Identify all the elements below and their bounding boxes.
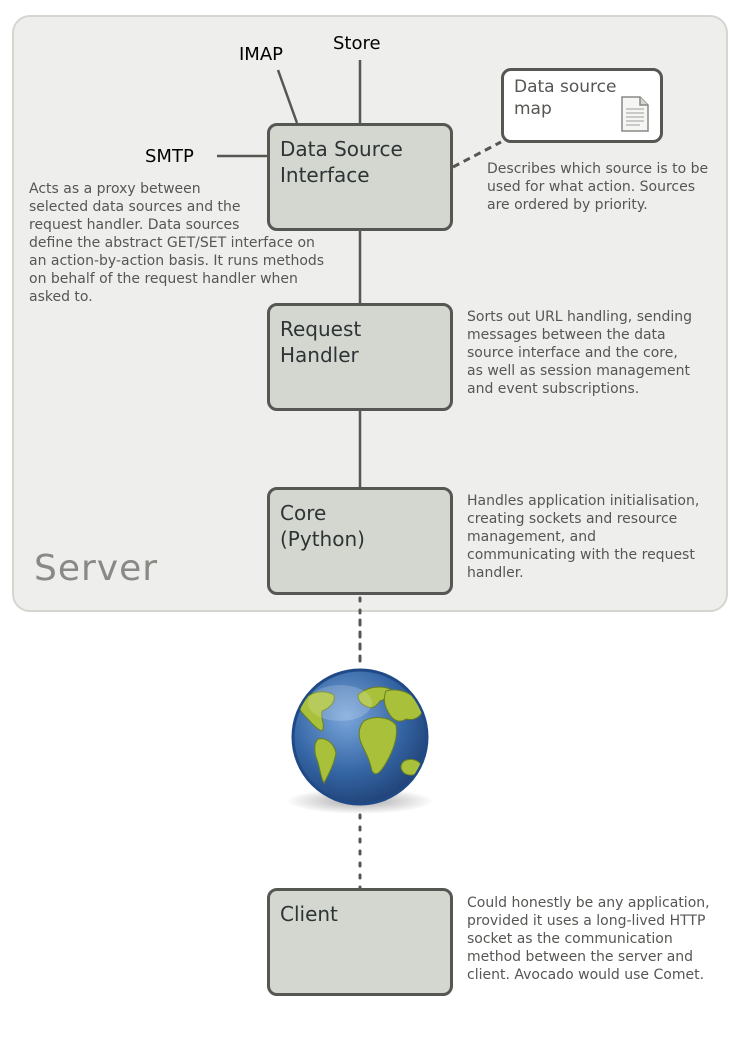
description-line: are ordered by priority.: [487, 197, 648, 213]
description-line: Handles application initialisation,: [467, 493, 700, 509]
core-description: Handles application initialisation, crea…: [467, 492, 699, 582]
description-line: method between the server and: [467, 949, 694, 965]
server-label: Server: [34, 548, 159, 589]
description-line: source interface and the core,: [467, 345, 678, 361]
description-line: used for what action. Sources: [487, 179, 696, 195]
description-line: Acts as a proxy between: [29, 181, 201, 197]
description-line: messages between the data: [467, 327, 666, 343]
description-line: asked to.: [29, 289, 93, 305]
client-description: Could honestly be any application, provi…: [467, 894, 710, 984]
description-line: and event subscriptions.: [467, 381, 640, 397]
request-handler-node: Request Handler: [267, 303, 453, 411]
description-line: define the abstract GET/SET interface on: [29, 235, 315, 251]
document-icon: [621, 96, 649, 132]
data-source-interface-description: Acts as a proxy between selected data so…: [29, 180, 324, 306]
description-line: Could honestly be any application,: [467, 895, 710, 911]
smtp-label: SMTP: [145, 146, 194, 167]
imap-label: IMAP: [239, 44, 284, 65]
description-line: communicating with the request: [467, 547, 695, 563]
node-label-line: Data Source: [280, 137, 403, 161]
description-line: an action-by-action basis. It runs metho…: [29, 253, 325, 269]
description-line: request handler. Data sources: [29, 217, 240, 233]
node-label-line: Client: [280, 902, 338, 926]
description-line: on behalf of the request handler when: [29, 271, 298, 287]
map-label-line: Data source: [514, 77, 617, 97]
store-label: Store: [333, 33, 381, 54]
node-label-line: (Python): [280, 527, 365, 551]
node-label-line: Request: [280, 317, 362, 341]
node-label-line: Handler: [280, 343, 359, 367]
core-node: Core (Python): [267, 487, 453, 595]
description-line: client. Avocado would use Comet.: [467, 967, 705, 983]
request-handler-description: Sorts out URL handling, sending messages…: [467, 308, 692, 398]
data-source-map-description: Describes which source is to be used for…: [487, 160, 708, 214]
description-line: handler.: [467, 565, 524, 581]
data-source-map-node: Data source map: [501, 68, 663, 143]
description-line: selected data sources and the: [29, 199, 241, 215]
client-node: Client: [267, 888, 453, 996]
globe-icon: [286, 668, 434, 814]
data-source-interface-node: Data Source Interface: [267, 123, 453, 231]
description-line: management, and: [467, 529, 597, 545]
description-line: creating sockets and resource: [467, 511, 678, 527]
map-label-line: map: [514, 99, 552, 119]
description-line: as well as session management: [467, 363, 690, 379]
description-line: provided it uses a long-lived HTTP: [467, 913, 706, 929]
node-label-line: Core: [280, 501, 327, 525]
description-line: socket as the communication: [467, 931, 673, 947]
node-label-line: Interface: [280, 163, 370, 187]
description-line: Sorts out URL handling, sending: [467, 309, 693, 325]
description-line: Describes which source is to be: [487, 161, 709, 177]
